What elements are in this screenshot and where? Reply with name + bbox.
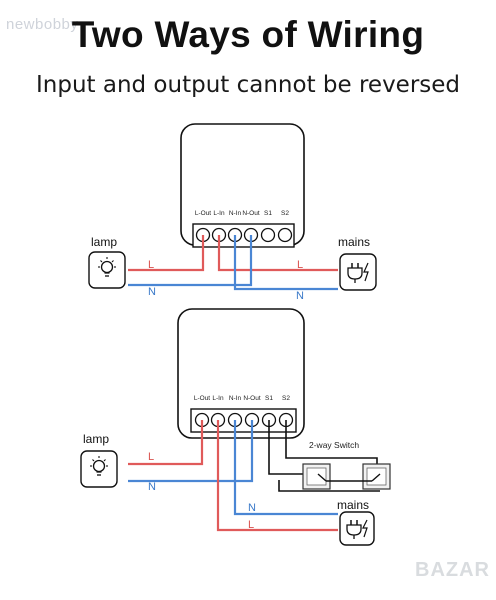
plug-icon xyxy=(339,511,375,546)
mains-label-2: mains xyxy=(337,498,369,512)
lamp-label-1: lamp xyxy=(91,235,117,249)
terminal-label-l-in: L-In xyxy=(212,395,224,402)
watermark-text: newbobby xyxy=(6,16,79,33)
page-subtitle: Input and output cannot be reversed xyxy=(35,72,461,98)
terminal-label-s2: S2 xyxy=(282,395,290,402)
terminal-label-n-out: N-Out xyxy=(242,210,260,217)
lamp-icon xyxy=(88,251,126,289)
wires-1 xyxy=(128,235,338,291)
terminal-label-s1: S1 xyxy=(265,395,273,402)
terminal-label-n-out: N-Out xyxy=(243,395,261,402)
page-title: Two Ways of Wiring xyxy=(71,14,425,55)
terminal-label-l-in: L-In xyxy=(213,210,225,217)
wire-label-l-1b: L xyxy=(297,259,303,271)
mains-label-1: mains xyxy=(338,235,370,249)
terminal-label-l-out: L-Out xyxy=(194,395,210,402)
terminal-label-n-in: N-In xyxy=(229,395,242,402)
wire-label-n-1a: N xyxy=(148,286,156,298)
lamp-icon xyxy=(80,450,118,488)
lamp-label-2: lamp xyxy=(83,432,109,446)
plug-icon xyxy=(339,253,377,291)
wire-label-n-2a: N xyxy=(148,481,156,493)
wires-2 xyxy=(128,420,338,532)
relay-module-1: L-Out L-In N-In N-Out S1 S2 xyxy=(180,123,305,248)
wire-label-l-1a: L xyxy=(148,259,154,271)
relay-module-2: L-Out L-In N-In N-Out S1 S2 xyxy=(177,308,305,439)
terminal-label-n-in: N-In xyxy=(229,210,242,217)
wire-label-l-2a: L xyxy=(148,451,154,463)
terminal-label-s2: S2 xyxy=(281,210,289,217)
wire-label-n-2b: N xyxy=(248,502,256,514)
terminal-label-s1: S1 xyxy=(264,210,272,217)
two-way-switch-icon xyxy=(302,463,391,490)
terminal-label-l-out: L-Out xyxy=(195,210,211,217)
switch-label: 2-way Switch xyxy=(309,440,359,450)
wire-label-n-1b: N xyxy=(296,290,304,302)
wire-label-l-2b: L xyxy=(248,519,254,531)
brand-watermark: BAZAR xyxy=(415,559,490,581)
